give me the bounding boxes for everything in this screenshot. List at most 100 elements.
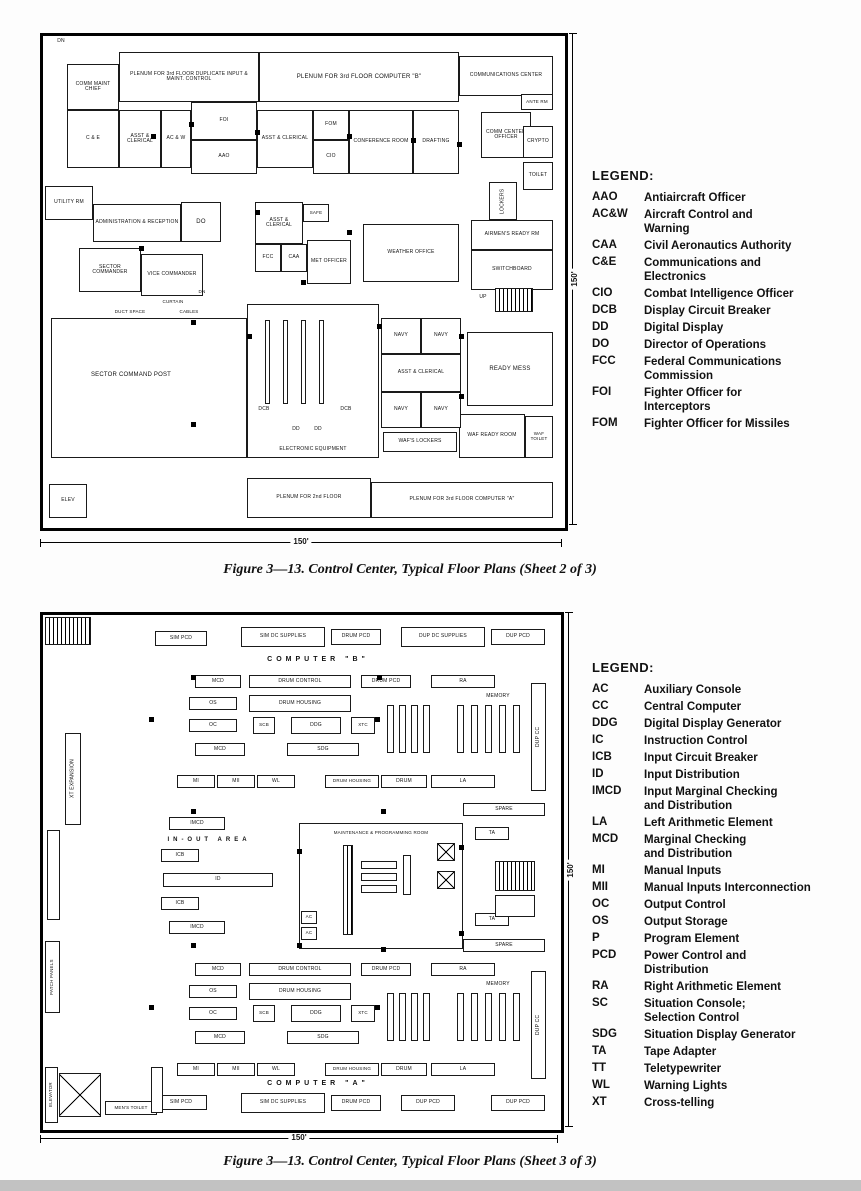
room-ac-w: AC & W [161,110,191,168]
dimension-line-bottom-sheet3: 150' [40,1133,558,1143]
legend-meaning: Input Marginal Checking and Distribution [644,786,778,813]
stairs-shape [495,861,535,891]
room-icb: ICB [161,849,199,862]
legend-abbr: AAO [592,191,618,203]
room-men-s-toilet: MEN'S TOILET [105,1101,157,1115]
legend-entry-cc: CC Central Computer [592,700,860,714]
room-navy: NAVY [421,392,461,428]
room-ac: AC [301,927,317,940]
room-drum-pcd: DRUM PCD [331,1095,381,1111]
legend-abbr: DO [592,338,610,351]
room-plenum-for-2nd-floor: PLENUM FOR 2nd FLOOR [247,478,371,518]
room-conference-room: CONFERENCE ROOM [349,110,413,174]
room-la: LA [431,775,495,788]
legend-abbr: P [592,932,600,945]
bar-shape [411,705,418,753]
dot-shape [375,1005,380,1010]
room-communications-center: COMMUNICATIONS CENTER [459,56,553,96]
legend-abbr: SDG [592,1028,617,1041]
room-utility-rm: UTILITY RM [45,186,93,220]
legend-abbr: FCC [592,355,616,368]
room-waf-toilet: WAF TOILET [525,416,553,458]
room-dup-pcd: DUP PCD [491,629,545,645]
legend-abbr: CAA [592,239,617,252]
room-met-officer: MET OFFICER [307,240,351,284]
room-ddg: DDG [291,1005,341,1022]
room-sim-pcd: SIM PCD [155,631,207,646]
room-drum-control: DRUM CONTROL [249,963,351,976]
dot-shape [459,394,464,399]
room-navy: NAVY [381,392,421,428]
room-sector-commander: SECTOR COMMANDER [79,248,141,292]
room-spare: SPARE [463,939,545,952]
dot-shape [347,134,352,139]
legend-abbr: FOM [592,417,618,430]
dot-shape [459,845,464,850]
room-drum-housing: DRUM HOUSING [249,695,351,712]
dot-shape [255,210,260,215]
bar-shape [387,993,394,1041]
bar-shape [403,855,411,895]
room-mii: MII [217,1063,255,1076]
room-mcd: MCD [195,963,241,976]
legend-abbr: MCD [592,833,619,846]
room-waf-s-lockers: WAF'S LOCKERS [383,432,457,452]
legend-meaning: Central Computer [644,701,742,714]
dimension-label: 150' [288,1133,310,1142]
bar-shape [513,705,520,753]
bar-shape [499,705,506,753]
dot-shape [247,334,252,339]
legend-meaning: Display Circuit Breaker [644,305,771,318]
legend-meaning: Instruction Control [644,735,748,748]
room-asst-clerical: ASST & CLERICAL [257,110,313,168]
dot-shape [459,334,464,339]
stairs-shape [343,845,353,935]
room-drum-pcd: DRUM PCD [361,675,411,688]
room-id: ID [163,873,273,887]
dot-shape [191,675,196,680]
vroom-patch-panels: PATCH PANELS [45,941,60,1013]
legend-abbr: TA [592,1045,607,1058]
legend-meaning: Antiaircraft Officer [644,192,746,204]
legend-meaning: Federal Communications Commission [644,356,782,383]
legend-abbr: IC [592,734,604,747]
room-oc: OC [189,719,237,732]
dot-shape [297,943,302,948]
dot-shape [381,809,386,814]
bar-shape [457,705,464,753]
label-memory: MEMORY [486,981,510,988]
label-dcb: DCB [340,406,352,413]
legend-abbr: CC [592,700,609,713]
dot-shape [255,130,260,135]
vroom-elevator: ELEVATOR [45,1067,58,1123]
vroom-dup-cc: DUP CC [531,971,546,1079]
room-administration-reception: ADMINISTRATION & RECEPTION [93,204,181,242]
room-drum-pcd: DRUM PCD [361,963,411,976]
dot-shape [411,138,416,143]
label-computer-a: COMPUTER "A" [267,1080,369,1088]
room-imcd: IMCD [169,817,225,830]
room-plenum-for-3rd-floor-duplicate-input-maint-control: PLENUM FOR 3rd FLOOR DUPLICATE INPUT & M… [119,52,259,102]
room-caa: CAA [281,244,307,272]
room-fcc: FCC [255,244,281,272]
dot-shape [149,1005,154,1010]
legend-meaning: Warning Lights [644,1080,728,1093]
figure-caption-sheet3: Figure 3—13. Control Center, Typical Flo… [223,1154,597,1169]
room-scb: SCB [253,1005,275,1022]
label-computer-b: COMPUTER "B" [267,656,369,664]
legend-meaning: Cross-telling [644,1097,715,1110]
room-mi: MI [177,775,215,788]
